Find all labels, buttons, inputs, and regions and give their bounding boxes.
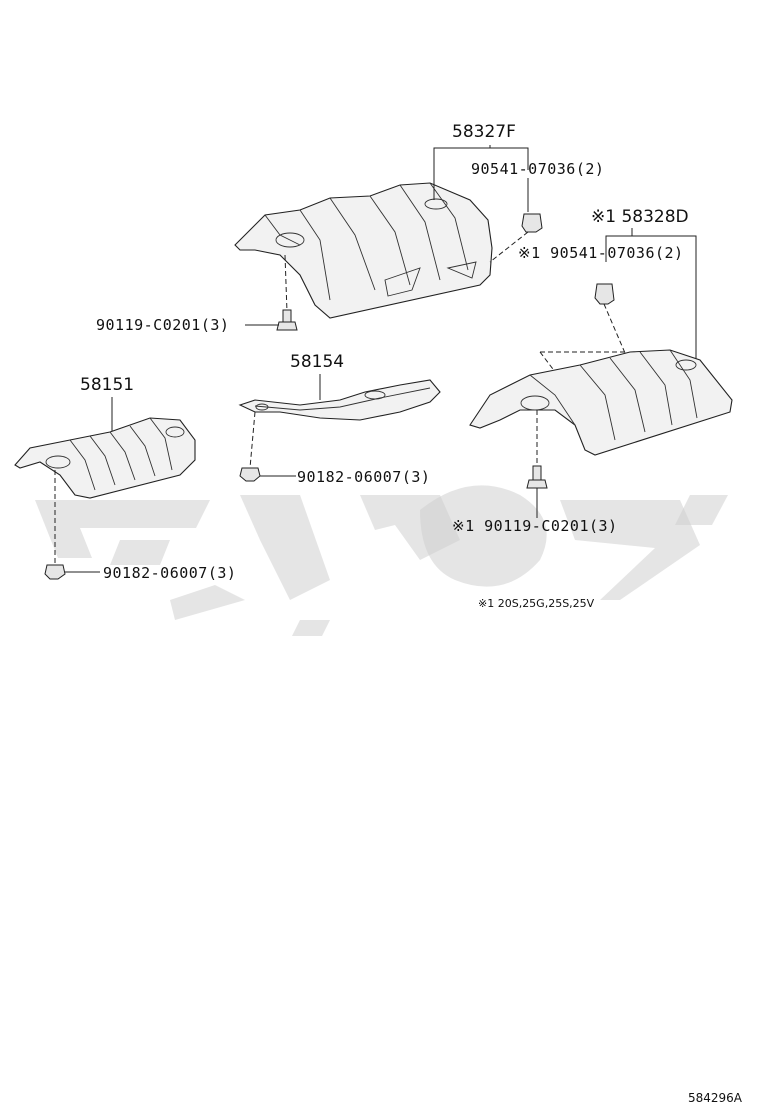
nut-90182-left — [44, 564, 66, 580]
label-58151: 58151 — [80, 375, 134, 395]
heat-insulator-58327F — [234, 182, 493, 319]
footnote-applicability: ※1 20S,25G,25S,25V — [478, 597, 595, 610]
label-90541-right: ※1 90541-07036(2) — [518, 244, 684, 262]
bolt-90119-left — [276, 309, 298, 331]
nut-90182-mid — [239, 467, 261, 482]
watermark-logo — [35, 485, 728, 636]
label-58327F: 58327F — [452, 122, 516, 142]
label-90119-left: 90119-C0201(3) — [96, 316, 229, 334]
heat-insulator-58328D — [469, 349, 733, 456]
label-90541-top: 90541-07036(2) — [471, 160, 604, 178]
leader-58328D — [632, 235, 697, 362]
figure-code: 584296A — [688, 1091, 743, 1105]
label-90182-mid: 90182-06007(3) — [297, 468, 430, 486]
label-58154: 58154 — [290, 352, 344, 372]
bracket-58154 — [238, 379, 441, 421]
label-90182-left: 90182-06007(3) — [103, 564, 236, 582]
bolt-90119-right — [526, 465, 548, 489]
label-58328D: ※1 58328D — [591, 207, 689, 227]
leader-58327F — [433, 147, 529, 200]
heat-insulator-58151 — [14, 417, 196, 499]
clip-90541-top — [521, 213, 543, 233]
clip-90541-right — [594, 283, 615, 305]
label-90119-right: ※1 90119-C0201(3) — [452, 517, 618, 535]
